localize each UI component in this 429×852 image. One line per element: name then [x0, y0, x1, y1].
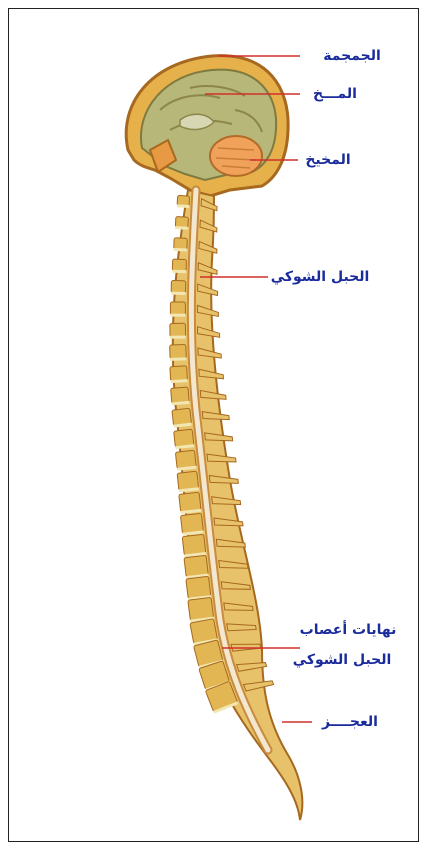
nerve-endings-label-line2: الحبل الشوكي — [293, 652, 392, 668]
spinal-cord-label: الحبل الشوكي — [271, 269, 370, 285]
vertebra — [175, 217, 188, 228]
intervertebral-disc — [171, 292, 185, 295]
vertebra — [179, 492, 201, 512]
coccyx-label: العجــــز — [321, 714, 378, 730]
brain-label: المـــخ — [313, 86, 357, 102]
vertebra — [188, 597, 214, 620]
intervertebral-disc — [174, 248, 187, 252]
intervertebral-disc — [170, 314, 185, 317]
vertebra — [180, 513, 203, 533]
skull-label: الجمجمة — [323, 48, 381, 64]
vertebra — [186, 576, 211, 598]
intervertebral-disc — [170, 357, 186, 361]
vertebra — [172, 259, 186, 271]
vertebra — [177, 195, 190, 206]
vertebra — [171, 280, 186, 292]
vertebra — [177, 471, 199, 490]
cerebellum-label: المخيخ — [305, 152, 350, 168]
vertebra — [170, 344, 187, 358]
cerebellum-shape — [210, 136, 262, 176]
skull-illustration — [126, 56, 288, 196]
vertebra — [170, 366, 188, 381]
vertebra — [170, 302, 185, 315]
intervertebral-disc — [172, 270, 186, 273]
vertebra — [171, 387, 190, 403]
nerve-endings-label-line1: نهايات أعصاب — [300, 620, 397, 638]
vertebra — [182, 534, 206, 555]
vertebra — [175, 450, 196, 469]
vertebra — [174, 238, 188, 250]
intervertebral-disc — [170, 336, 186, 339]
vertebra — [184, 555, 208, 577]
vertebra — [170, 323, 186, 337]
